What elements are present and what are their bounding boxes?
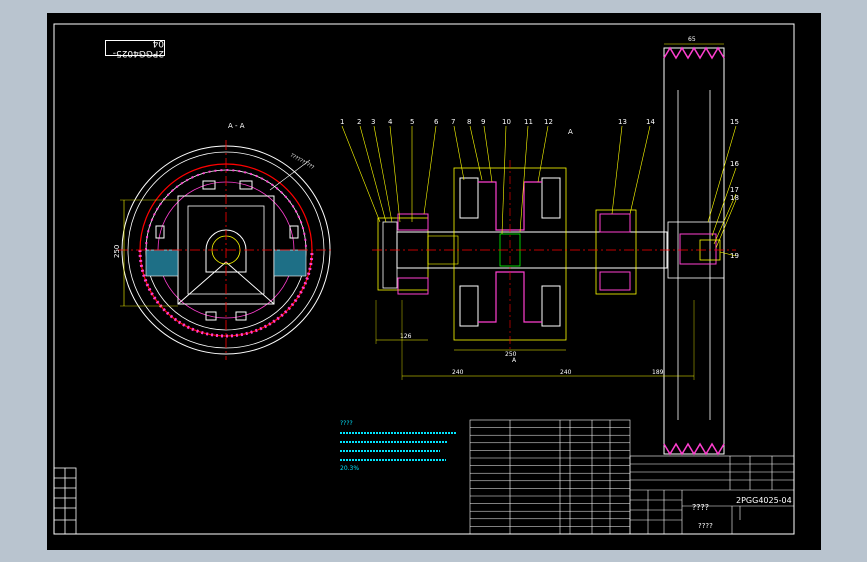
callout-13: 13 <box>618 118 627 126</box>
parts-rows <box>470 427 630 527</box>
callout-2: 2 <box>357 118 361 126</box>
svg-text:????: ???? <box>340 420 353 427</box>
callout-11: 11 <box>524 118 533 126</box>
drawing-number: 2PGG4025-04 <box>736 496 792 505</box>
callout-8: 8 <box>467 118 471 126</box>
cad-drawing: A - A <box>53 23 795 535</box>
callout-19: 19 <box>730 252 739 260</box>
svg-text:126: 126 <box>400 333 412 340</box>
technical-notes: ???? 20.3% <box>340 420 456 472</box>
svg-text:??????????: ?????????? <box>289 153 315 172</box>
svg-text:A: A <box>568 128 573 136</box>
binding-strip <box>53 467 77 535</box>
callout-14: 14 <box>646 118 655 126</box>
drawing-frame <box>53 23 795 535</box>
callout-3: 3 <box>371 118 375 126</box>
svg-text:20.3%: 20.3% <box>340 465 359 472</box>
drawing-sheet: 2PGG4025-04 A - A <box>47 13 821 550</box>
title-block <box>629 455 795 535</box>
svg-text:65: 65 <box>688 36 696 43</box>
callout-4: 4 <box>388 118 393 126</box>
callout-18: 18 <box>730 194 739 202</box>
svg-text:250: 250 <box>113 245 121 258</box>
callout-leaders <box>341 125 737 257</box>
callout-15: 15 <box>730 118 739 126</box>
callout-1: 1 <box>340 118 344 126</box>
callout-9: 9 <box>481 118 485 126</box>
svg-text:189: 189 <box>652 369 664 376</box>
section-view: ?????????? 250 <box>113 140 334 360</box>
svg-text:240: 240 <box>560 369 572 376</box>
callout-12: 12 <box>544 118 553 126</box>
drawing-title: ???? <box>692 503 709 512</box>
callout-6: 6 <box>434 118 439 126</box>
callout-17: 17 <box>730 186 739 194</box>
parts-list <box>469 419 631 535</box>
callout-5: 5 <box>410 118 414 126</box>
svg-text:250: 250 <box>505 351 517 358</box>
callout-7: 7 <box>451 118 455 126</box>
svg-text:A: A <box>512 357 517 364</box>
section-label: A - A <box>228 122 245 130</box>
callout-16: 16 <box>730 160 739 168</box>
company-name: ???? <box>698 522 713 530</box>
svg-text:240: 240 <box>452 369 464 376</box>
callout-10: 10 <box>502 118 511 126</box>
assembly-view: 126 250 240 240 189 65 A A <box>372 36 736 456</box>
